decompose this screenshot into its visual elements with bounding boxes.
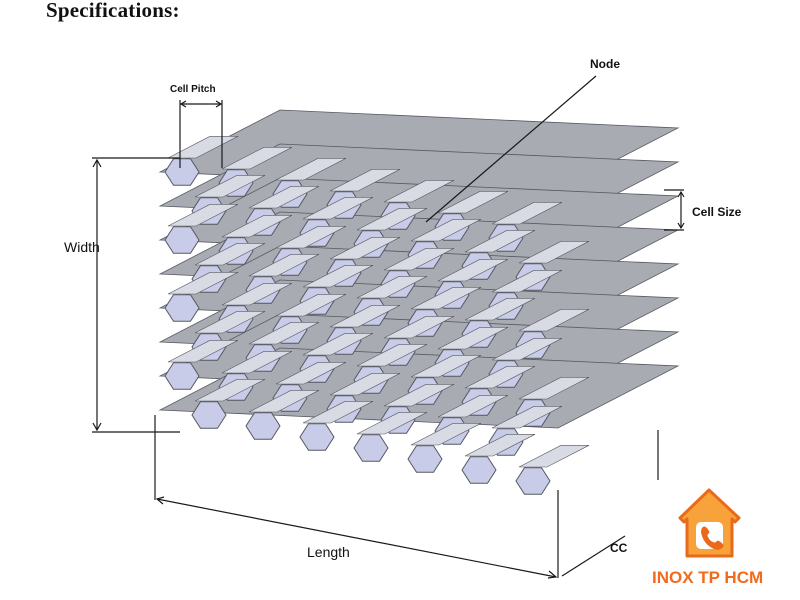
cell-wall [518, 376, 590, 400]
hex-cell [164, 294, 200, 322]
cell-wall [356, 343, 428, 367]
cell-wall [329, 304, 401, 328]
cell-wall [410, 422, 482, 446]
cell-wall [410, 354, 482, 378]
cell-wall [437, 326, 509, 350]
cell-wall [221, 147, 293, 170]
cell-wall [356, 275, 428, 299]
cell-wall [275, 158, 347, 181]
hex-cell [353, 434, 389, 462]
width-label: Width [64, 239, 100, 255]
length-dimension [154, 415, 559, 579]
hex-cell [245, 412, 281, 440]
hex-cell [461, 456, 497, 484]
cell-wall [491, 337, 563, 361]
cell-size-dimension [664, 189, 685, 231]
cell-wall [275, 226, 347, 249]
cell-wall [437, 258, 509, 282]
depth-label: CC [610, 541, 628, 555]
cell-wall [194, 175, 266, 198]
hex-cell [164, 226, 200, 254]
width-dimension [92, 157, 180, 433]
cell-wall [437, 191, 509, 214]
hex-cell [164, 362, 200, 390]
cell-wall [167, 136, 239, 159]
cell-pitch-label: Cell Pitch [170, 84, 216, 95]
cell-wall [518, 308, 590, 332]
cell-wall [302, 197, 374, 220]
cell-wall [221, 282, 293, 306]
cell-wall [464, 433, 536, 457]
cell-wall [329, 237, 401, 260]
cell-wall [167, 339, 239, 363]
cell-wall [491, 405, 563, 429]
cell-wall [518, 444, 590, 468]
page-title: Specifications: [46, 0, 180, 22]
cell-wall [410, 219, 482, 242]
cell-wall [275, 361, 347, 385]
cell-wall [221, 215, 293, 238]
cell-wall [356, 208, 428, 231]
cell-wall [383, 383, 455, 407]
cell-wall [383, 180, 455, 203]
cell-wall [518, 241, 590, 264]
house-phone-logo [678, 488, 741, 558]
cell-wall [491, 269, 563, 293]
cell-wall [464, 230, 536, 253]
length-label: Length [307, 544, 350, 560]
node-leader [425, 75, 597, 223]
cell-wall [167, 271, 239, 295]
cell-wall [248, 321, 320, 345]
cell-wall [329, 169, 401, 192]
cell-wall [248, 186, 320, 209]
cell-size-label: Cell Size [692, 205, 742, 219]
cell-wall [167, 204, 239, 227]
hex-cell [299, 423, 335, 451]
cell-wall [248, 389, 320, 413]
cell-wall [302, 332, 374, 356]
cell-wall [194, 310, 266, 334]
cell-wall [248, 254, 320, 277]
brand-text: INOX TP HCM [652, 568, 763, 587]
cell-wall [356, 411, 428, 435]
node-label: Node [590, 57, 620, 71]
cell-wall [491, 202, 563, 225]
cell-wall [194, 243, 266, 266]
cell-wall [302, 264, 374, 288]
cell-wall [221, 350, 293, 374]
cell-wall [464, 297, 536, 321]
cell-wall [194, 378, 266, 402]
cell-wall [410, 286, 482, 310]
cell-wall [383, 315, 455, 339]
depth-dimension [561, 430, 659, 577]
cell-wall [383, 248, 455, 271]
cell-wall [464, 365, 536, 389]
cell-wall [437, 394, 509, 418]
hex-cell [407, 445, 443, 473]
honeycomb-core [158, 109, 680, 495]
hex-cell [515, 467, 551, 495]
hex-cell [164, 158, 200, 186]
cell-pitch-dimension [179, 100, 223, 168]
hex-cell [191, 401, 227, 429]
cell-wall [302, 400, 374, 424]
cell-wall [275, 293, 347, 317]
cell-wall [329, 372, 401, 396]
